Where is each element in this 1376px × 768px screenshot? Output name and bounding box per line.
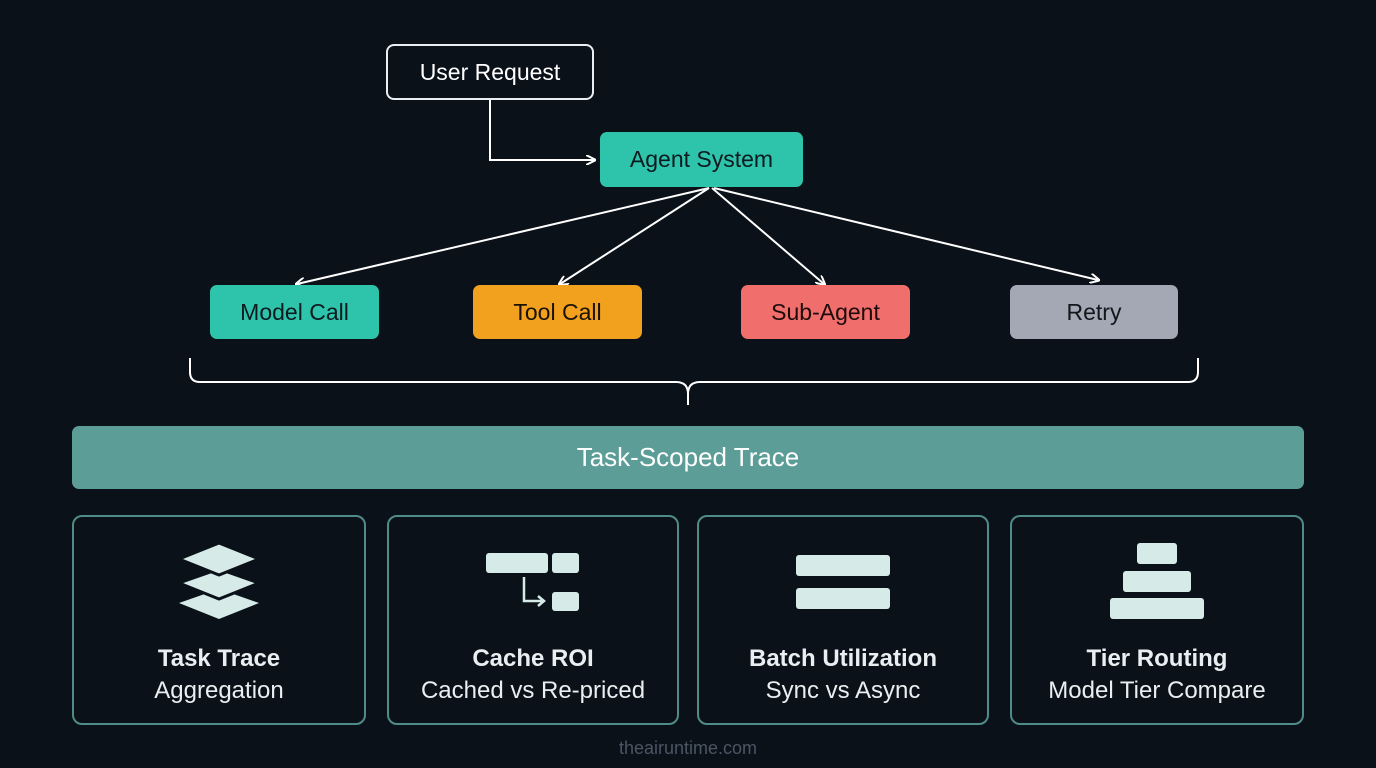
cache-flow-icon	[486, 553, 579, 611]
card-title: Cache ROI	[472, 645, 594, 672]
tool-call-label: Tool Call	[513, 298, 602, 325]
card-title: Tier Routing	[1086, 645, 1228, 672]
stacked-layers-icon	[174, 541, 264, 619]
agent-to-tool-call-arrow	[560, 187, 710, 284]
cache-roi-card: Cache ROI Cached vs Re-priced	[387, 515, 679, 725]
card-title: Batch Utilization	[748, 645, 937, 672]
agent-to-model-call-arrow	[297, 187, 710, 284]
user-request-label: User Request	[419, 58, 561, 85]
grouping-brace	[189, 358, 1199, 405]
task-trace-card: Task Trace Aggregation	[72, 515, 366, 725]
retry-node: Retry	[1010, 285, 1178, 339]
card-subtitle: Model Tier Compare	[1048, 677, 1266, 704]
sub-agent-label: Sub-Agent	[771, 298, 880, 325]
card-subtitle: Aggregation	[154, 677, 284, 704]
user-request-to-agent-system-arrow	[489, 100, 594, 160]
agent-to-retry-arrow	[713, 187, 1098, 280]
card-title: Task Trace	[157, 645, 281, 672]
task-scoped-trace-bar: Task-Scoped Trace	[72, 426, 1304, 489]
tier-routing-card: Tier Routing Model Tier Compare	[1010, 515, 1304, 725]
model-call-node: Model Call	[210, 285, 379, 339]
batch-bars-icon	[796, 555, 890, 609]
task-scoped-trace-label: Task-Scoped Trace	[576, 442, 800, 472]
tier-pyramid-icon	[1110, 543, 1204, 619]
footer-watermark: theairuntime.com	[618, 738, 758, 758]
model-call-label: Model Call	[240, 298, 349, 325]
agent-system-node: Agent System	[600, 132, 803, 187]
sub-agent-node: Sub-Agent	[741, 285, 910, 339]
card-subtitle: Sync vs Async	[765, 677, 921, 704]
agent-system-label: Agent System	[629, 146, 774, 172]
batch-utilization-card: Batch Utilization Sync vs Async	[697, 515, 989, 725]
user-request-node: User Request	[386, 44, 594, 100]
agent-to-sub-agent-arrow	[711, 187, 824, 284]
card-subtitle: Cached vs Re-priced	[420, 677, 646, 704]
tool-call-node: Tool Call	[473, 285, 642, 339]
retry-label: Retry	[1066, 298, 1122, 325]
